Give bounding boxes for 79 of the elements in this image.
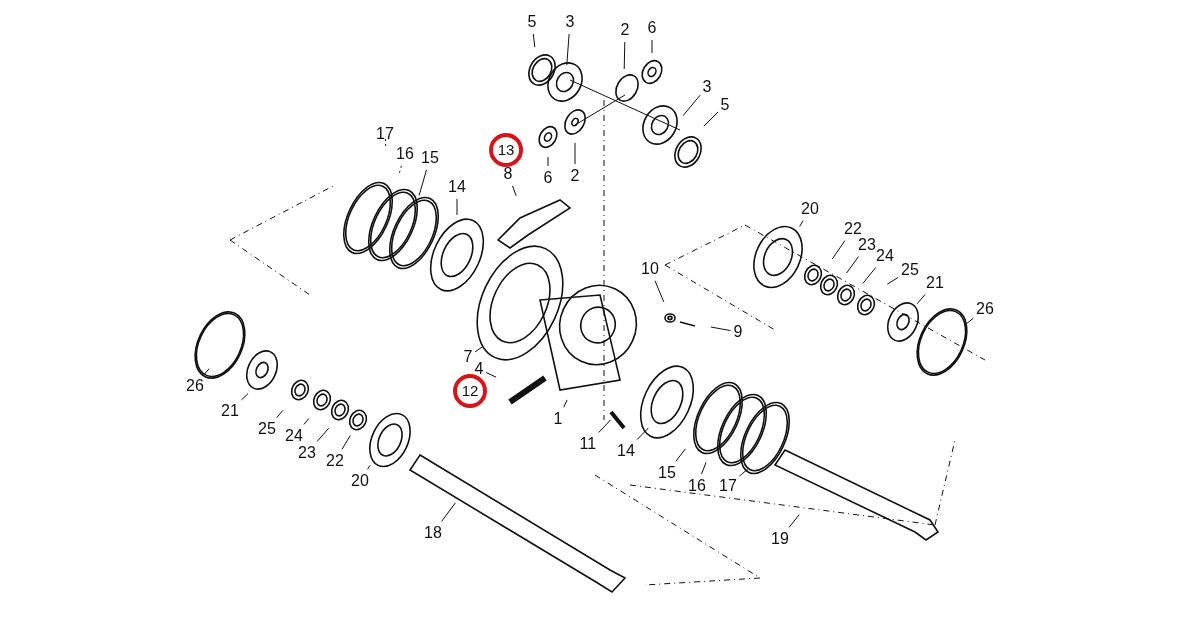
callout-number: 25 bbox=[258, 420, 276, 438]
leader-line bbox=[886, 276, 899, 285]
callout-number: 23 bbox=[858, 236, 876, 254]
callout-number: 2 bbox=[570, 167, 580, 185]
callout-number: 22 bbox=[844, 220, 862, 238]
leader-line bbox=[512, 185, 517, 197]
leader-line bbox=[799, 220, 804, 227]
leader-line bbox=[384, 138, 387, 147]
leader-line bbox=[566, 33, 570, 66]
callout-number: 18 bbox=[424, 524, 442, 542]
callout-number: 3 bbox=[702, 78, 712, 96]
leader-line bbox=[701, 461, 707, 475]
callout-number: 21 bbox=[926, 274, 944, 292]
leader-line bbox=[964, 317, 974, 326]
callout-number: 15 bbox=[421, 149, 439, 167]
leader-line bbox=[831, 240, 846, 260]
callout-number: 19 bbox=[771, 530, 789, 548]
highlighted-callout-number: 13 bbox=[489, 133, 523, 167]
leader-line bbox=[916, 294, 926, 305]
callout-number: 20 bbox=[801, 200, 819, 218]
leader-line bbox=[367, 464, 371, 470]
leader-line bbox=[598, 419, 611, 433]
callout-number: 24 bbox=[285, 427, 303, 445]
leader-line bbox=[203, 368, 210, 375]
callout-number: 26 bbox=[186, 377, 204, 395]
leader-line bbox=[675, 448, 686, 462]
leader-line bbox=[316, 427, 330, 442]
leader-line bbox=[703, 111, 719, 127]
callout-number: 22 bbox=[326, 452, 344, 470]
leader-line bbox=[276, 409, 284, 418]
callout-number: 2 bbox=[620, 21, 630, 39]
callout-number: 15 bbox=[658, 464, 676, 482]
callout-number: 24 bbox=[876, 247, 894, 265]
leader-line bbox=[456, 198, 458, 216]
callout-number: 17 bbox=[376, 125, 394, 143]
leader-line bbox=[623, 41, 626, 70]
highlighted-callout-number: 12 bbox=[453, 374, 487, 408]
leader-line bbox=[654, 280, 665, 303]
callout-number: 23 bbox=[298, 444, 316, 462]
callout-number: 3 bbox=[565, 13, 575, 31]
callout-number: 6 bbox=[543, 169, 553, 187]
callout-number: 20 bbox=[351, 472, 369, 490]
leader-line bbox=[739, 468, 749, 477]
leader-line bbox=[651, 39, 653, 54]
callout-number: 26 bbox=[976, 300, 994, 318]
callout-number: 17 bbox=[719, 477, 737, 495]
leader-line bbox=[303, 417, 310, 425]
callout-number: 5 bbox=[527, 13, 537, 31]
callout-number: 16 bbox=[688, 477, 706, 495]
callout-number: 8 bbox=[503, 165, 513, 183]
leader-line bbox=[563, 399, 568, 408]
leader-line bbox=[788, 514, 800, 528]
leader-line bbox=[474, 345, 484, 353]
leader-line bbox=[485, 372, 497, 378]
leader-line bbox=[710, 326, 731, 332]
callout-number: 21 bbox=[221, 402, 239, 420]
callout-number: 6 bbox=[647, 19, 657, 37]
callout-number: 16 bbox=[396, 145, 414, 163]
callout-number: 14 bbox=[448, 178, 466, 196]
leader-line bbox=[398, 165, 402, 174]
leader-line bbox=[862, 267, 877, 284]
callout-number: 9 bbox=[733, 323, 743, 341]
callout-number: 14 bbox=[617, 442, 635, 460]
callout-number: 7 bbox=[463, 348, 473, 366]
leader-line bbox=[418, 169, 427, 196]
leader-line bbox=[532, 33, 536, 48]
leader-line bbox=[441, 502, 456, 522]
leader-line bbox=[636, 427, 649, 441]
leader-line bbox=[846, 256, 859, 274]
callout-number: 1 bbox=[553, 410, 563, 428]
leader-line bbox=[574, 142, 576, 165]
leader-line bbox=[240, 393, 249, 401]
callout-number: 5 bbox=[720, 96, 730, 114]
callout-number: 11 bbox=[579, 435, 597, 453]
callout-number: 25 bbox=[901, 261, 919, 279]
leader-line bbox=[682, 94, 701, 117]
leader-line bbox=[341, 434, 351, 450]
leader-line bbox=[547, 156, 549, 167]
callout-number: 10 bbox=[641, 260, 659, 278]
